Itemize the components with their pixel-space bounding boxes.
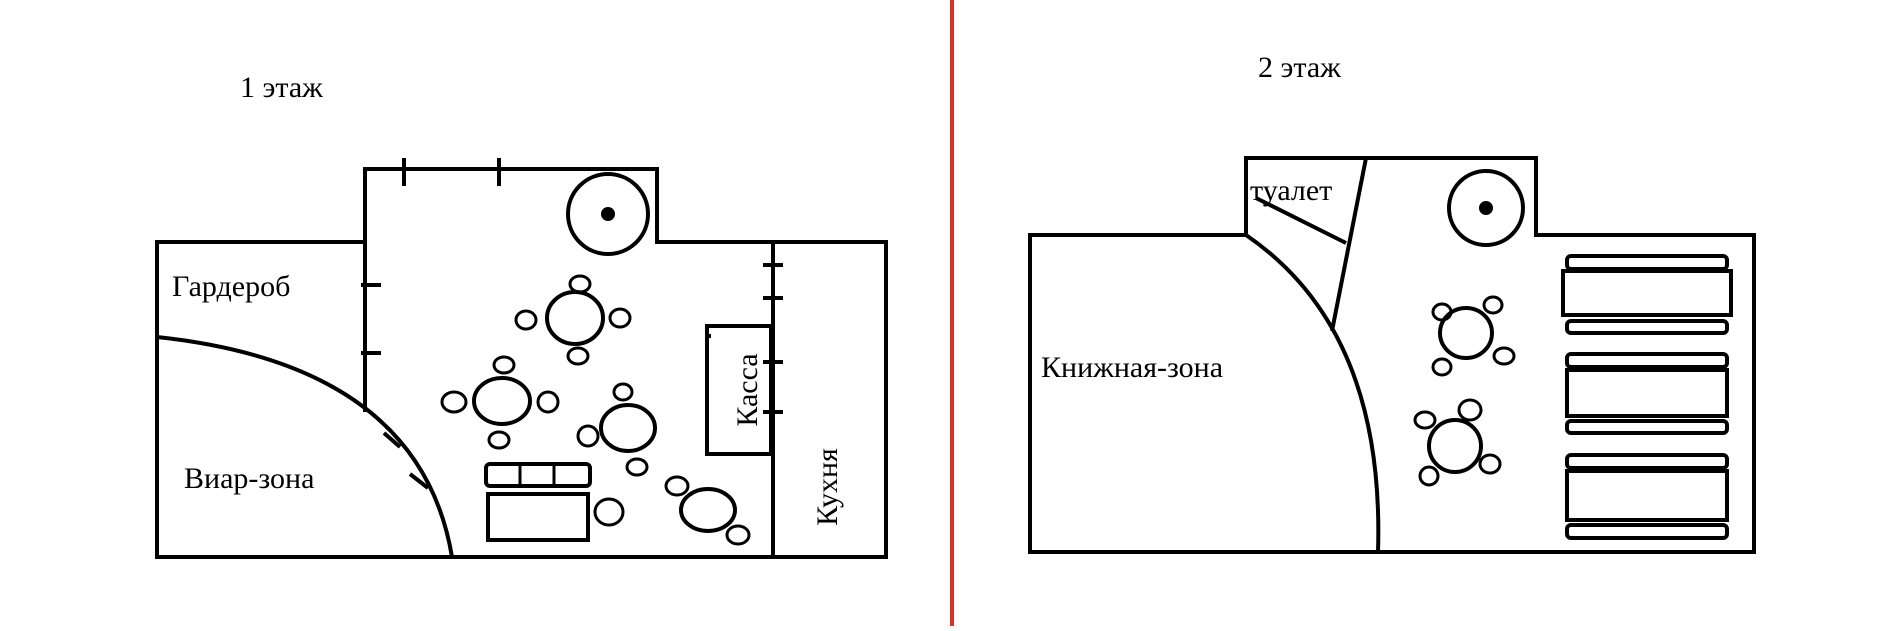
sofa: [484, 462, 592, 488]
toilet-label: туалет: [1250, 174, 1332, 207]
chair: [612, 382, 634, 402]
bookshelf-cap: [1565, 453, 1729, 470]
chair: [440, 390, 468, 414]
chair: [1457, 398, 1483, 422]
chair: [1413, 410, 1437, 430]
door-mark: [382, 431, 402, 449]
floor-1-title: 1 этаж: [240, 71, 323, 104]
chair: [608, 307, 632, 329]
floor-1-plan: 1 этаж: [155, 71, 888, 559]
table: [679, 487, 737, 533]
chair: [1431, 302, 1453, 322]
table: [599, 403, 657, 453]
vr-zone-label: Виар-зона: [184, 462, 314, 495]
coffee-table: [486, 492, 590, 542]
chair: [1482, 295, 1504, 315]
chair: [566, 346, 590, 366]
chair: [514, 309, 538, 331]
chair: [568, 274, 592, 294]
cashier-counter: [705, 324, 773, 456]
door-mark: [408, 472, 430, 490]
floor-1-outline: [155, 167, 888, 559]
table: [472, 376, 532, 426]
bookshelf-cap: [1565, 254, 1729, 271]
bookshelf-cap: [1565, 419, 1729, 435]
vr-zone-arc: [156, 335, 454, 558]
floor-2-plan: 2 этаж туал: [1028, 51, 1756, 554]
table: [1438, 306, 1494, 360]
chair: [625, 457, 649, 477]
stairs-circle: [1447, 169, 1525, 247]
chair: [1492, 346, 1516, 366]
chair: [492, 355, 516, 375]
bookshelf: [1565, 368, 1729, 418]
stairs-circle: [566, 172, 650, 256]
floor-2-outline: [1028, 156, 1756, 554]
stairs-center: [601, 207, 615, 221]
book-zone-arc: [1244, 233, 1381, 553]
floor-2-title: 2 этаж: [1258, 51, 1341, 84]
bookshelf: [1565, 469, 1729, 522]
table: [1427, 418, 1483, 474]
chair: [664, 475, 690, 497]
chair: [536, 390, 560, 414]
bookshelf-cap: [1565, 523, 1729, 540]
stairs-center: [1479, 201, 1493, 215]
book-zone-label: Книжная-зона: [1041, 351, 1223, 384]
chair: [1431, 357, 1453, 377]
toilet-wall: [1330, 157, 1368, 332]
chair: [1478, 453, 1502, 475]
table: [545, 290, 605, 346]
wardrobe-label: Гардероб: [172, 270, 290, 303]
kitchen-label: Кухня: [811, 448, 844, 526]
chair: [593, 497, 625, 527]
chair: [1418, 465, 1440, 487]
cashier-label: Касса: [731, 353, 764, 426]
toilet-door: [1255, 196, 1347, 245]
bookshelf-cap: [1565, 352, 1729, 369]
chair: [725, 524, 751, 546]
bookshelf: [1561, 269, 1733, 317]
bookshelf-cap: [1565, 319, 1729, 335]
chair: [487, 430, 511, 450]
chair: [576, 424, 600, 448]
